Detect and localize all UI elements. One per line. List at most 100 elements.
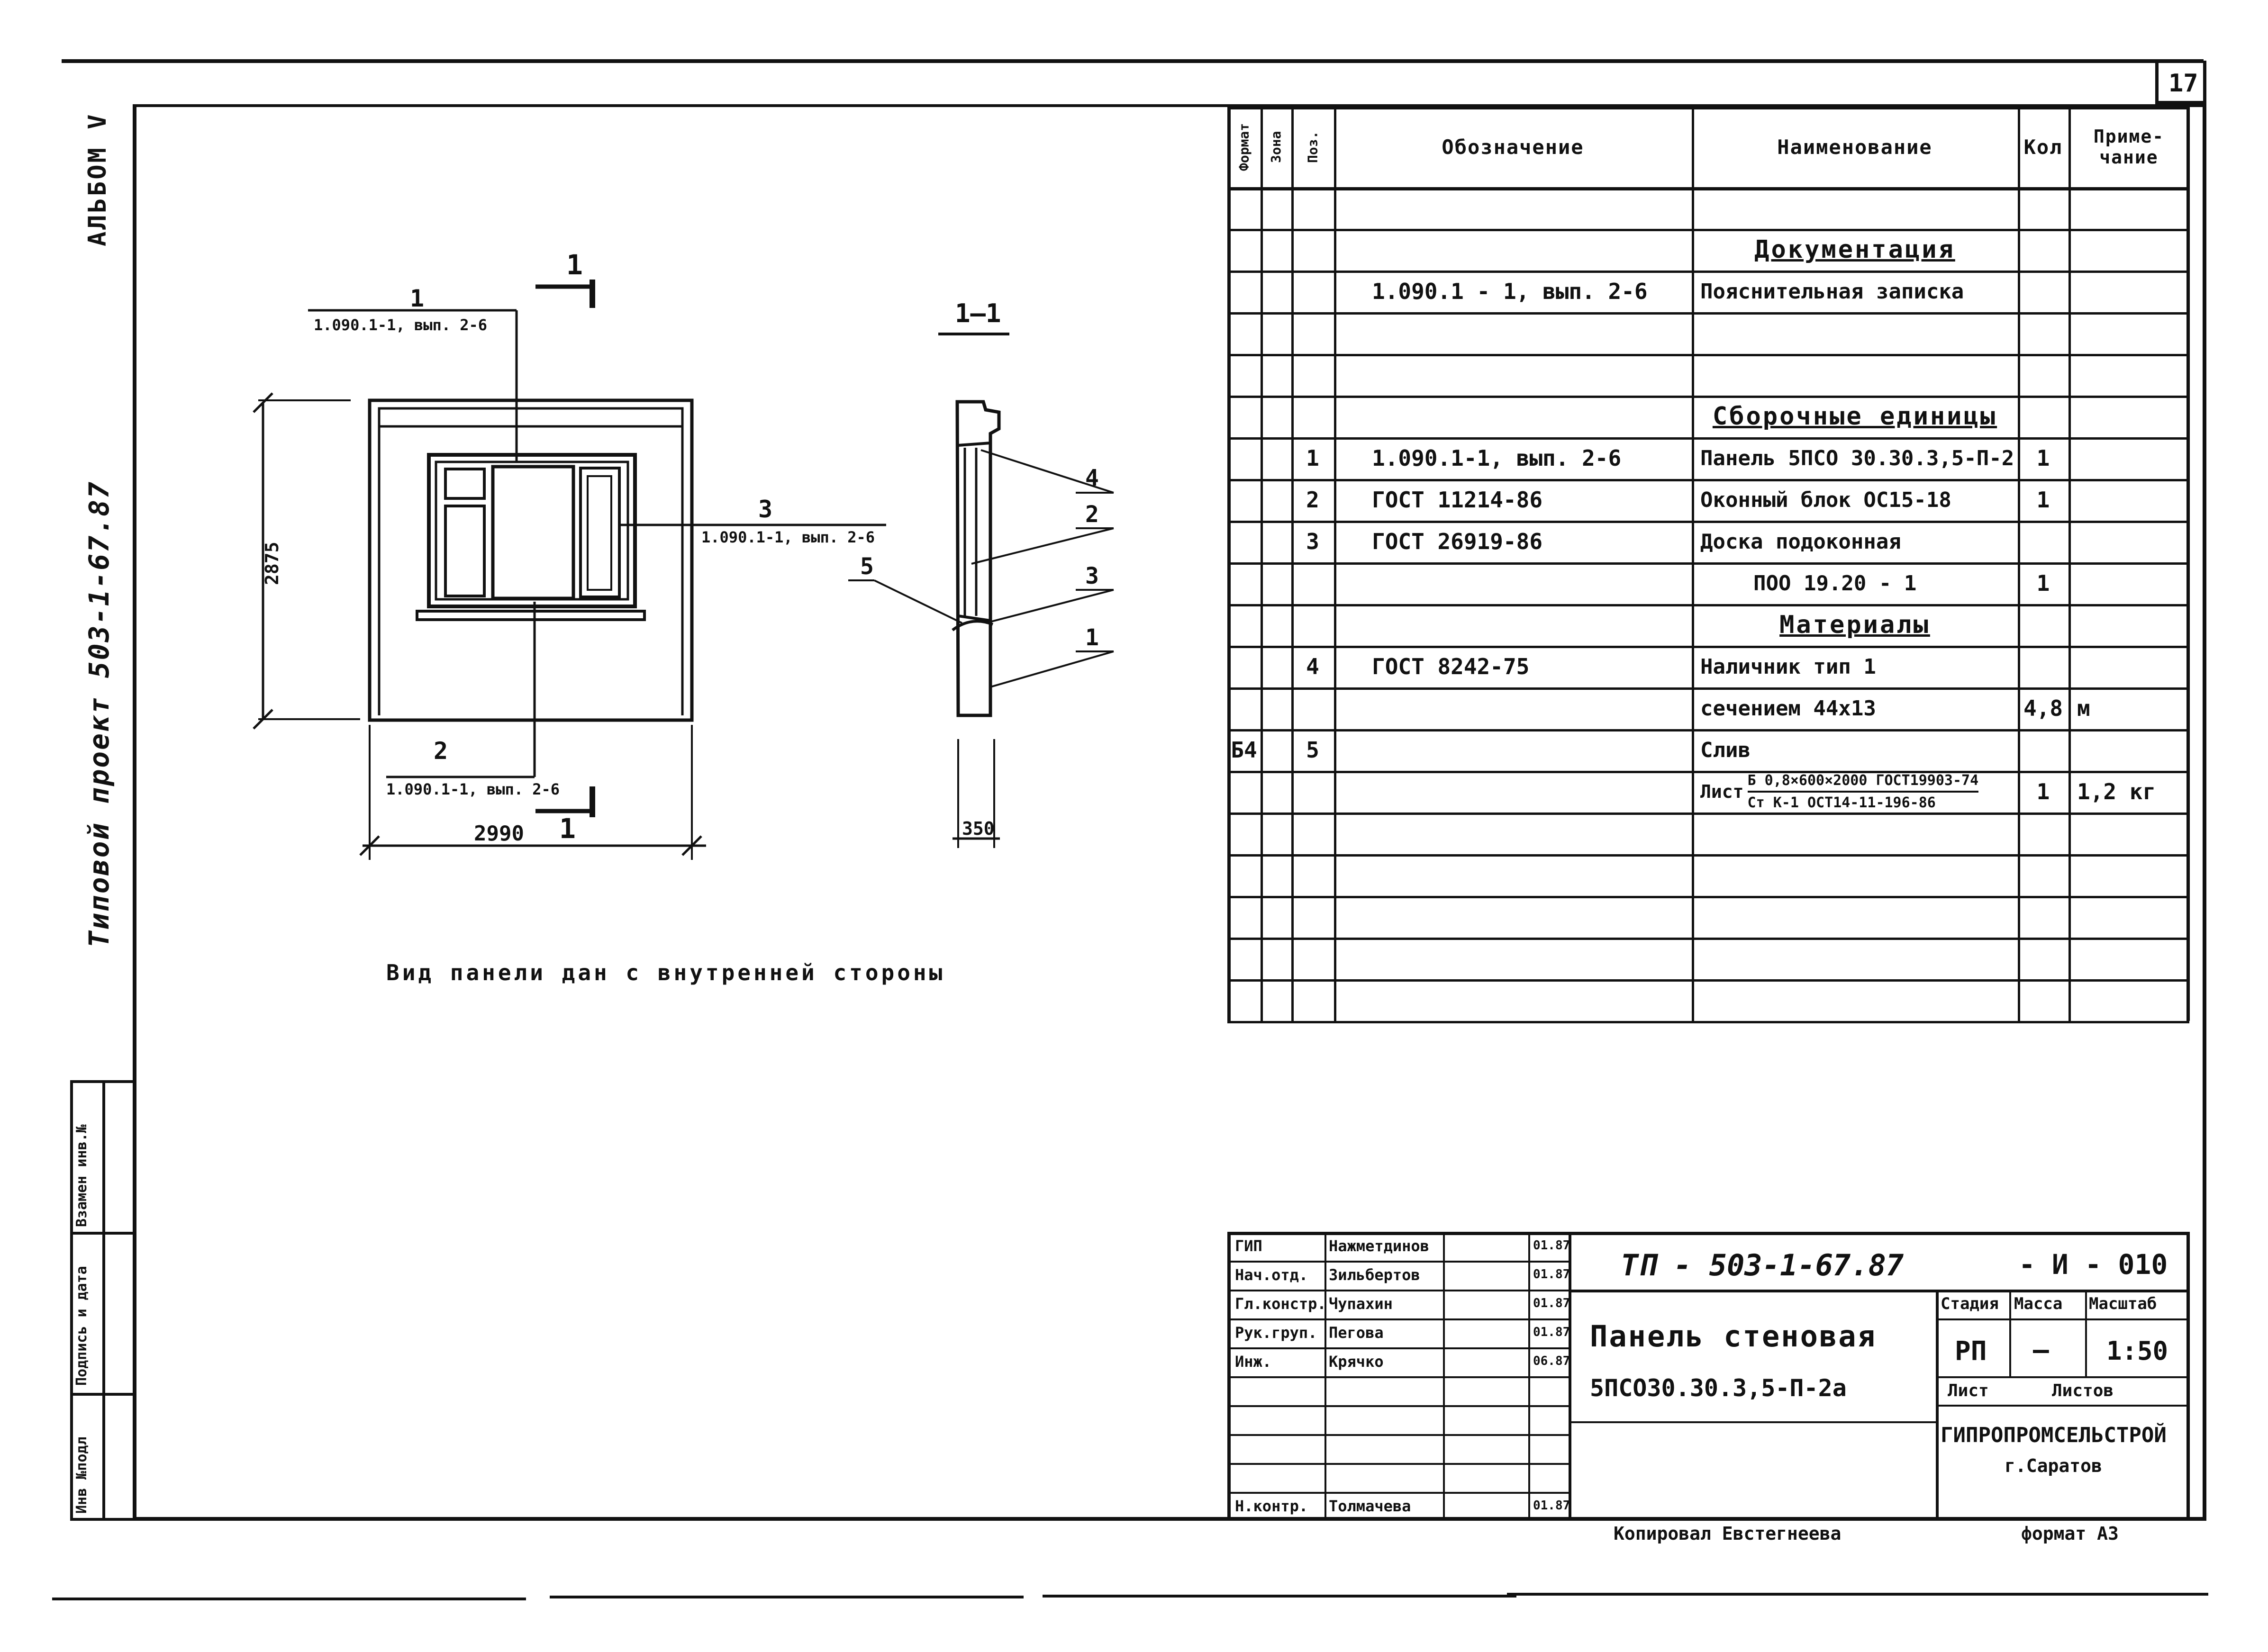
spec-cell-designation [1334, 771, 1692, 812]
title-block-line [1443, 1232, 1445, 1521]
spec-cell-designation: ГОСТ 11214-86 [1372, 487, 1543, 513]
spec-cell-designation [1334, 896, 1692, 938]
title-name: Зильбертов [1329, 1266, 1420, 1284]
spec-cell-note [2068, 521, 2189, 562]
spec-cell-name [1692, 354, 2018, 396]
sheet-number-box [2155, 61, 2206, 104]
spec-cell-note [2068, 604, 2189, 646]
spec-cell-name: Оконный блок ОС15-18 [1700, 487, 1951, 512]
spec-cell-name: сечением 44x13 [1700, 696, 1876, 721]
copied-by: Копировал Евстегнеева [1614, 1523, 1842, 1544]
side-stamp-sign-date: Подпись и дата [73, 1266, 90, 1386]
spec-cell-designation: 1.090.1 - 1, вып. 2-6 [1372, 279, 1648, 304]
spec-cell-note [2068, 187, 2189, 229]
spec-cell-qty [2018, 854, 2068, 896]
callout-3-ref: 1.090.1-1, вып. 2-6 [701, 528, 875, 546]
spec-grid-line [1227, 771, 2189, 773]
sheets-label: Листов [2052, 1381, 2114, 1400]
spec-cell-designation: ГОСТ 8242-75 [1372, 654, 1530, 679]
spec-cell-designation [1334, 604, 1692, 646]
spec-cell-qty: 1 [2036, 487, 2050, 513]
spec-cell-pos [1291, 771, 1334, 812]
bottom-scan-line [1043, 1595, 1516, 1598]
spec-cell-designation [1334, 812, 1692, 854]
spec-cell-note [2068, 562, 2189, 604]
title-role: Инж. [1235, 1353, 1272, 1371]
section-label-5: 5 [860, 553, 874, 580]
spec-cell-pos [1291, 312, 1334, 354]
spec-cell-designation [1334, 729, 1692, 771]
organization: ГИПРОПРОМСЕЛЬСТРОЙ [1941, 1423, 2167, 1447]
spec-header-format: Формат [1236, 123, 1252, 171]
top-border-line [62, 59, 2204, 63]
spec-cell-qty [2018, 604, 2068, 646]
spec-cell-qty [2018, 729, 2068, 771]
spec-cell-name [1692, 187, 2018, 229]
spec-frac-prefix: Лист [1700, 781, 1744, 802]
spec-cell-note [2068, 479, 2189, 521]
spec-cell-pos [1291, 354, 1334, 396]
title-block-line [1325, 1232, 1326, 1521]
spec-cell-note [2068, 896, 2189, 938]
spec-cell-qty [2018, 938, 2068, 979]
title-block-line [1227, 1434, 1569, 1436]
spec-cell-format [1227, 354, 1261, 396]
spec-cell-name [1692, 854, 2018, 896]
spec-grid-line [1227, 229, 2189, 231]
section-profile [955, 400, 1001, 717]
spec-grid-line [1227, 979, 2189, 982]
spec-cell-format [1227, 938, 1261, 979]
title-date: 01.87 [1533, 1499, 1570, 1513]
spec-cell-qty [2018, 187, 2068, 229]
title-name: Толмачева [1329, 1497, 1411, 1515]
spec-cell-note [2068, 938, 2189, 979]
panel-top-band [378, 407, 684, 428]
spec-cell-name: Слив [1700, 738, 1751, 762]
spec-cell-designation [1334, 854, 1692, 896]
spec-cell-format [1227, 979, 1261, 1021]
side-stamp-replace: Взамен инв.№ [73, 1124, 90, 1227]
spec-grid-line [1227, 604, 2189, 606]
spec-cell-name [1692, 938, 2018, 979]
title-name: Крячко [1329, 1353, 1384, 1371]
callout-2-number: 2 [434, 737, 448, 765]
mass-label: Масса [2014, 1294, 2063, 1313]
spec-grid-line [1227, 854, 2189, 857]
title-role: Рук.груп. [1235, 1324, 1317, 1342]
spec-grid-line [1227, 271, 2189, 273]
spec-cell-name [1692, 896, 2018, 938]
spec-cell-pos [1291, 604, 1334, 646]
spec-grid-line [1227, 479, 2189, 481]
spec-cell-format [1227, 687, 1261, 729]
title-block-line [1227, 1232, 2189, 1235]
spec-cell-name: Материалы [1779, 611, 1930, 639]
spec-cell-note [2068, 646, 2189, 687]
spec-cell-note [2068, 979, 2189, 1021]
spec-cell-name [1692, 979, 2018, 1021]
title-name: Нажметдинов [1329, 1237, 1429, 1255]
spec-grid-line [1227, 521, 2189, 523]
title-block-line [1936, 1318, 2189, 1320]
callout-1-ref: 1.090.1-1, вып. 2-6 [314, 316, 488, 334]
callout-2-ref: 1.090.1-1, вып. 2-6 [386, 780, 560, 798]
section-label-4: 4 [1085, 465, 1099, 491]
spec-cell-format [1227, 396, 1261, 437]
spec-cell-name: Доска подоконная [1700, 529, 1901, 554]
spec-grid-line [1227, 938, 2189, 940]
spec-grid-line [1227, 687, 2189, 690]
spec-cell-note: м [2077, 695, 2090, 721]
sheet-number: 17 [2168, 69, 2198, 98]
spec-cell-qty [2018, 229, 2068, 271]
spec-cell-pos [1291, 229, 1334, 271]
title-date: 01.87 [1533, 1238, 1570, 1253]
spec-cell-format [1227, 646, 1261, 687]
spec-cell-designation [1334, 354, 1692, 396]
title-date: 01.87 [1533, 1325, 1570, 1339]
spec-header-note: Приме- чание [2093, 126, 2165, 168]
section-label-1: 1 [1085, 624, 1099, 651]
stage-label: Стадия [1941, 1294, 1999, 1313]
spec-cell-name: Пояснительная записка [1700, 279, 1964, 304]
window-sash-middle [491, 465, 575, 600]
